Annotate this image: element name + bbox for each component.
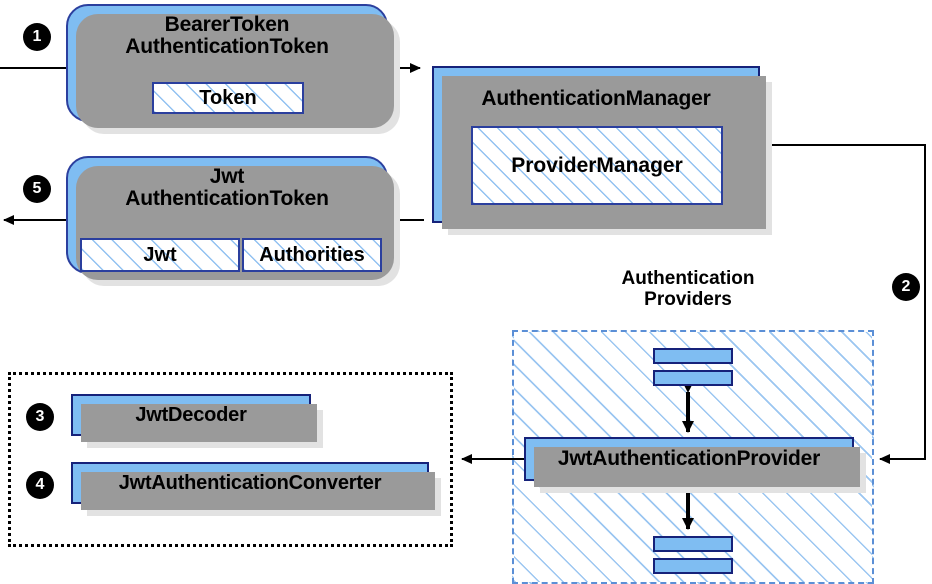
authentication-providers-label: Authentication Providers (588, 268, 788, 311)
node-bearer-token-authentication-token[interactable]: BearerToken AuthenticationToken Token (66, 4, 400, 134)
node-jwt-decoder[interactable]: JwtDecoder (71, 394, 323, 448)
step-badge-2: 2 (893, 274, 919, 300)
provider-stack-bottom-bar-1 (653, 536, 733, 552)
jwt-token-inner-authorities-label: Authorities (259, 243, 365, 266)
provider-manager-label: ProviderManager (511, 153, 683, 177)
authentication-providers-label-line2: Providers (644, 289, 732, 311)
jwt-support-group (8, 372, 453, 547)
step-badge-4: 4 (27, 472, 53, 498)
provider-stack-top-bar-1 (653, 348, 733, 364)
bearer-token-title: BearerToken AuthenticationToken (68, 13, 386, 59)
node-jwt-authentication-converter[interactable]: JwtAuthenticationConverter (71, 462, 441, 516)
node-jwt-authentication-token[interactable]: Jwt AuthenticationToken Jwt Authorities (66, 156, 400, 286)
authentication-manager-title: AuthenticationManager (481, 87, 711, 110)
jwt-token-title-line1: Jwt (209, 165, 245, 188)
bearer-token-inner-token[interactable]: Token (152, 82, 304, 114)
provider-stack-top-bar-2 (653, 370, 733, 386)
authentication-providers-label-line1: Authentication (621, 268, 755, 289)
bearer-token-title-line2: AuthenticationToken (125, 35, 329, 59)
bearer-token-inner-token-label: Token (199, 86, 257, 109)
bearer-token-title-line1: BearerToken (164, 13, 290, 36)
step-badge-3: 3 (27, 404, 53, 430)
jwt-token-inner-authorities[interactable]: Authorities (242, 238, 382, 272)
step-badge-5: 5 (24, 176, 50, 202)
jwt-token-title-line2: AuthenticationToken (125, 187, 329, 211)
jwt-token-title: Jwt AuthenticationToken (68, 165, 386, 211)
step-badge-1: 1 (24, 24, 50, 50)
provider-stack-bottom-bar-2 (653, 558, 733, 574)
jwt-token-inner-jwt-label: Jwt (143, 243, 177, 266)
jwt-decoder-label: JwtDecoder (135, 404, 247, 426)
jwt-authentication-converter-label: JwtAuthenticationConverter (118, 472, 382, 494)
jwt-authentication-provider-label: JwtAuthenticationProvider (557, 447, 821, 470)
node-authentication-manager[interactable]: AuthenticationManager ProviderManager (432, 66, 772, 235)
node-jwt-authentication-provider[interactable]: JwtAuthenticationProvider (524, 437, 866, 493)
authentication-manager-inner-provider-manager[interactable]: ProviderManager (471, 126, 723, 205)
jwt-token-inner-jwt[interactable]: Jwt (80, 238, 240, 272)
